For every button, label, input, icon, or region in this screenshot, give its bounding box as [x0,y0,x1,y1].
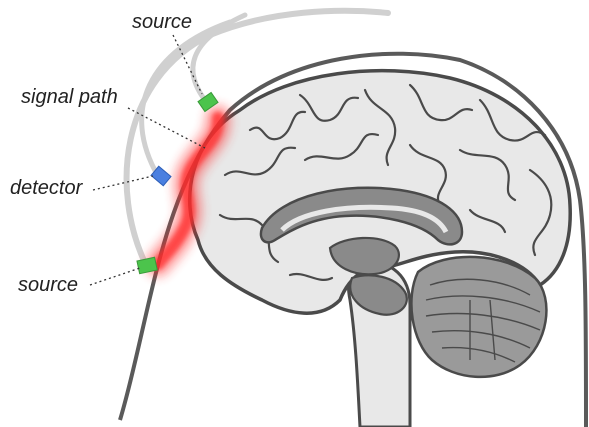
label-source-bottom: source [18,275,78,295]
cerebellum [411,257,546,377]
label-signal-path: signal path [21,87,118,107]
label-detector: detector [10,178,82,198]
label-source-top: source [132,12,192,32]
